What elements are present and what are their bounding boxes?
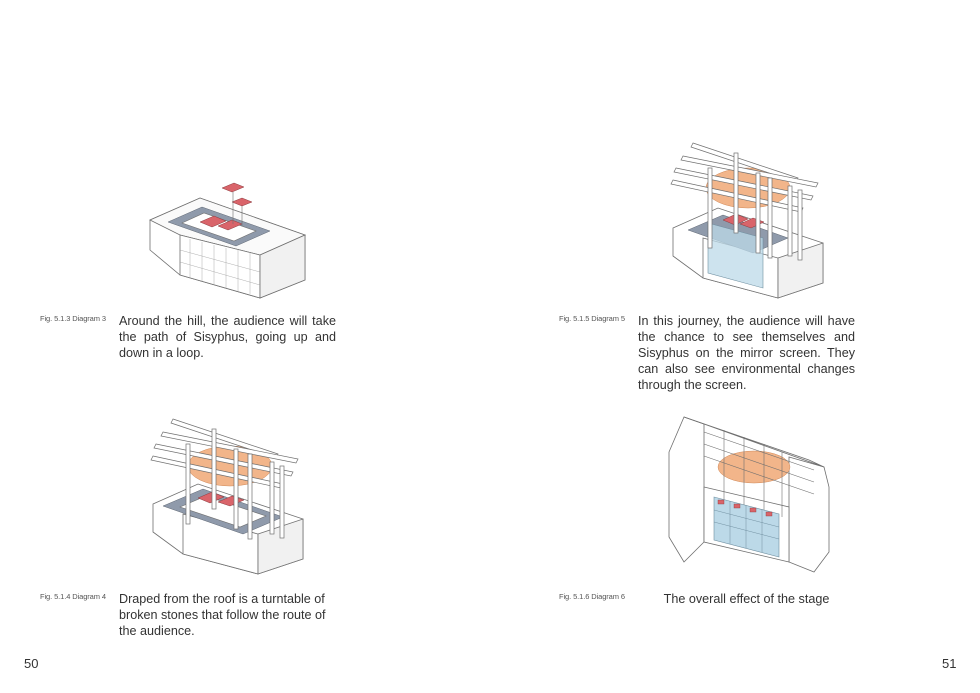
figure-label: Fig. 5.1.6 Diagram 6 xyxy=(559,592,625,601)
diagram-6-figure xyxy=(664,412,830,577)
figure-caption: Around the hill, the audience will take … xyxy=(119,314,336,360)
diagram-4-figure xyxy=(148,414,308,576)
page-number-left: 50 xyxy=(24,656,39,671)
figure-label: Fig. 5.1.5 Diagram 5 xyxy=(559,314,625,323)
isometric-turntable-stage-drawing xyxy=(150,418,304,575)
isometric-enclosed-stage-drawing xyxy=(668,416,830,573)
figure-label: Fig. 5.1.3 Diagram 3 xyxy=(40,314,106,323)
figure-label: Fig. 5.1.4 Diagram 4 xyxy=(40,592,106,601)
page-number-right: 51 xyxy=(942,656,957,671)
figure-caption: The overall effect of the stage xyxy=(663,592,830,606)
isometric-stage-drawing xyxy=(149,182,307,299)
isometric-mirror-stage-drawing xyxy=(670,142,824,299)
diagram-5-figure xyxy=(668,138,828,300)
diagram-3-figure xyxy=(140,180,310,300)
figure-caption: Draped from the roof is a turntable of b… xyxy=(119,592,326,638)
figure-caption: In this journey, the audience will have … xyxy=(638,314,855,392)
